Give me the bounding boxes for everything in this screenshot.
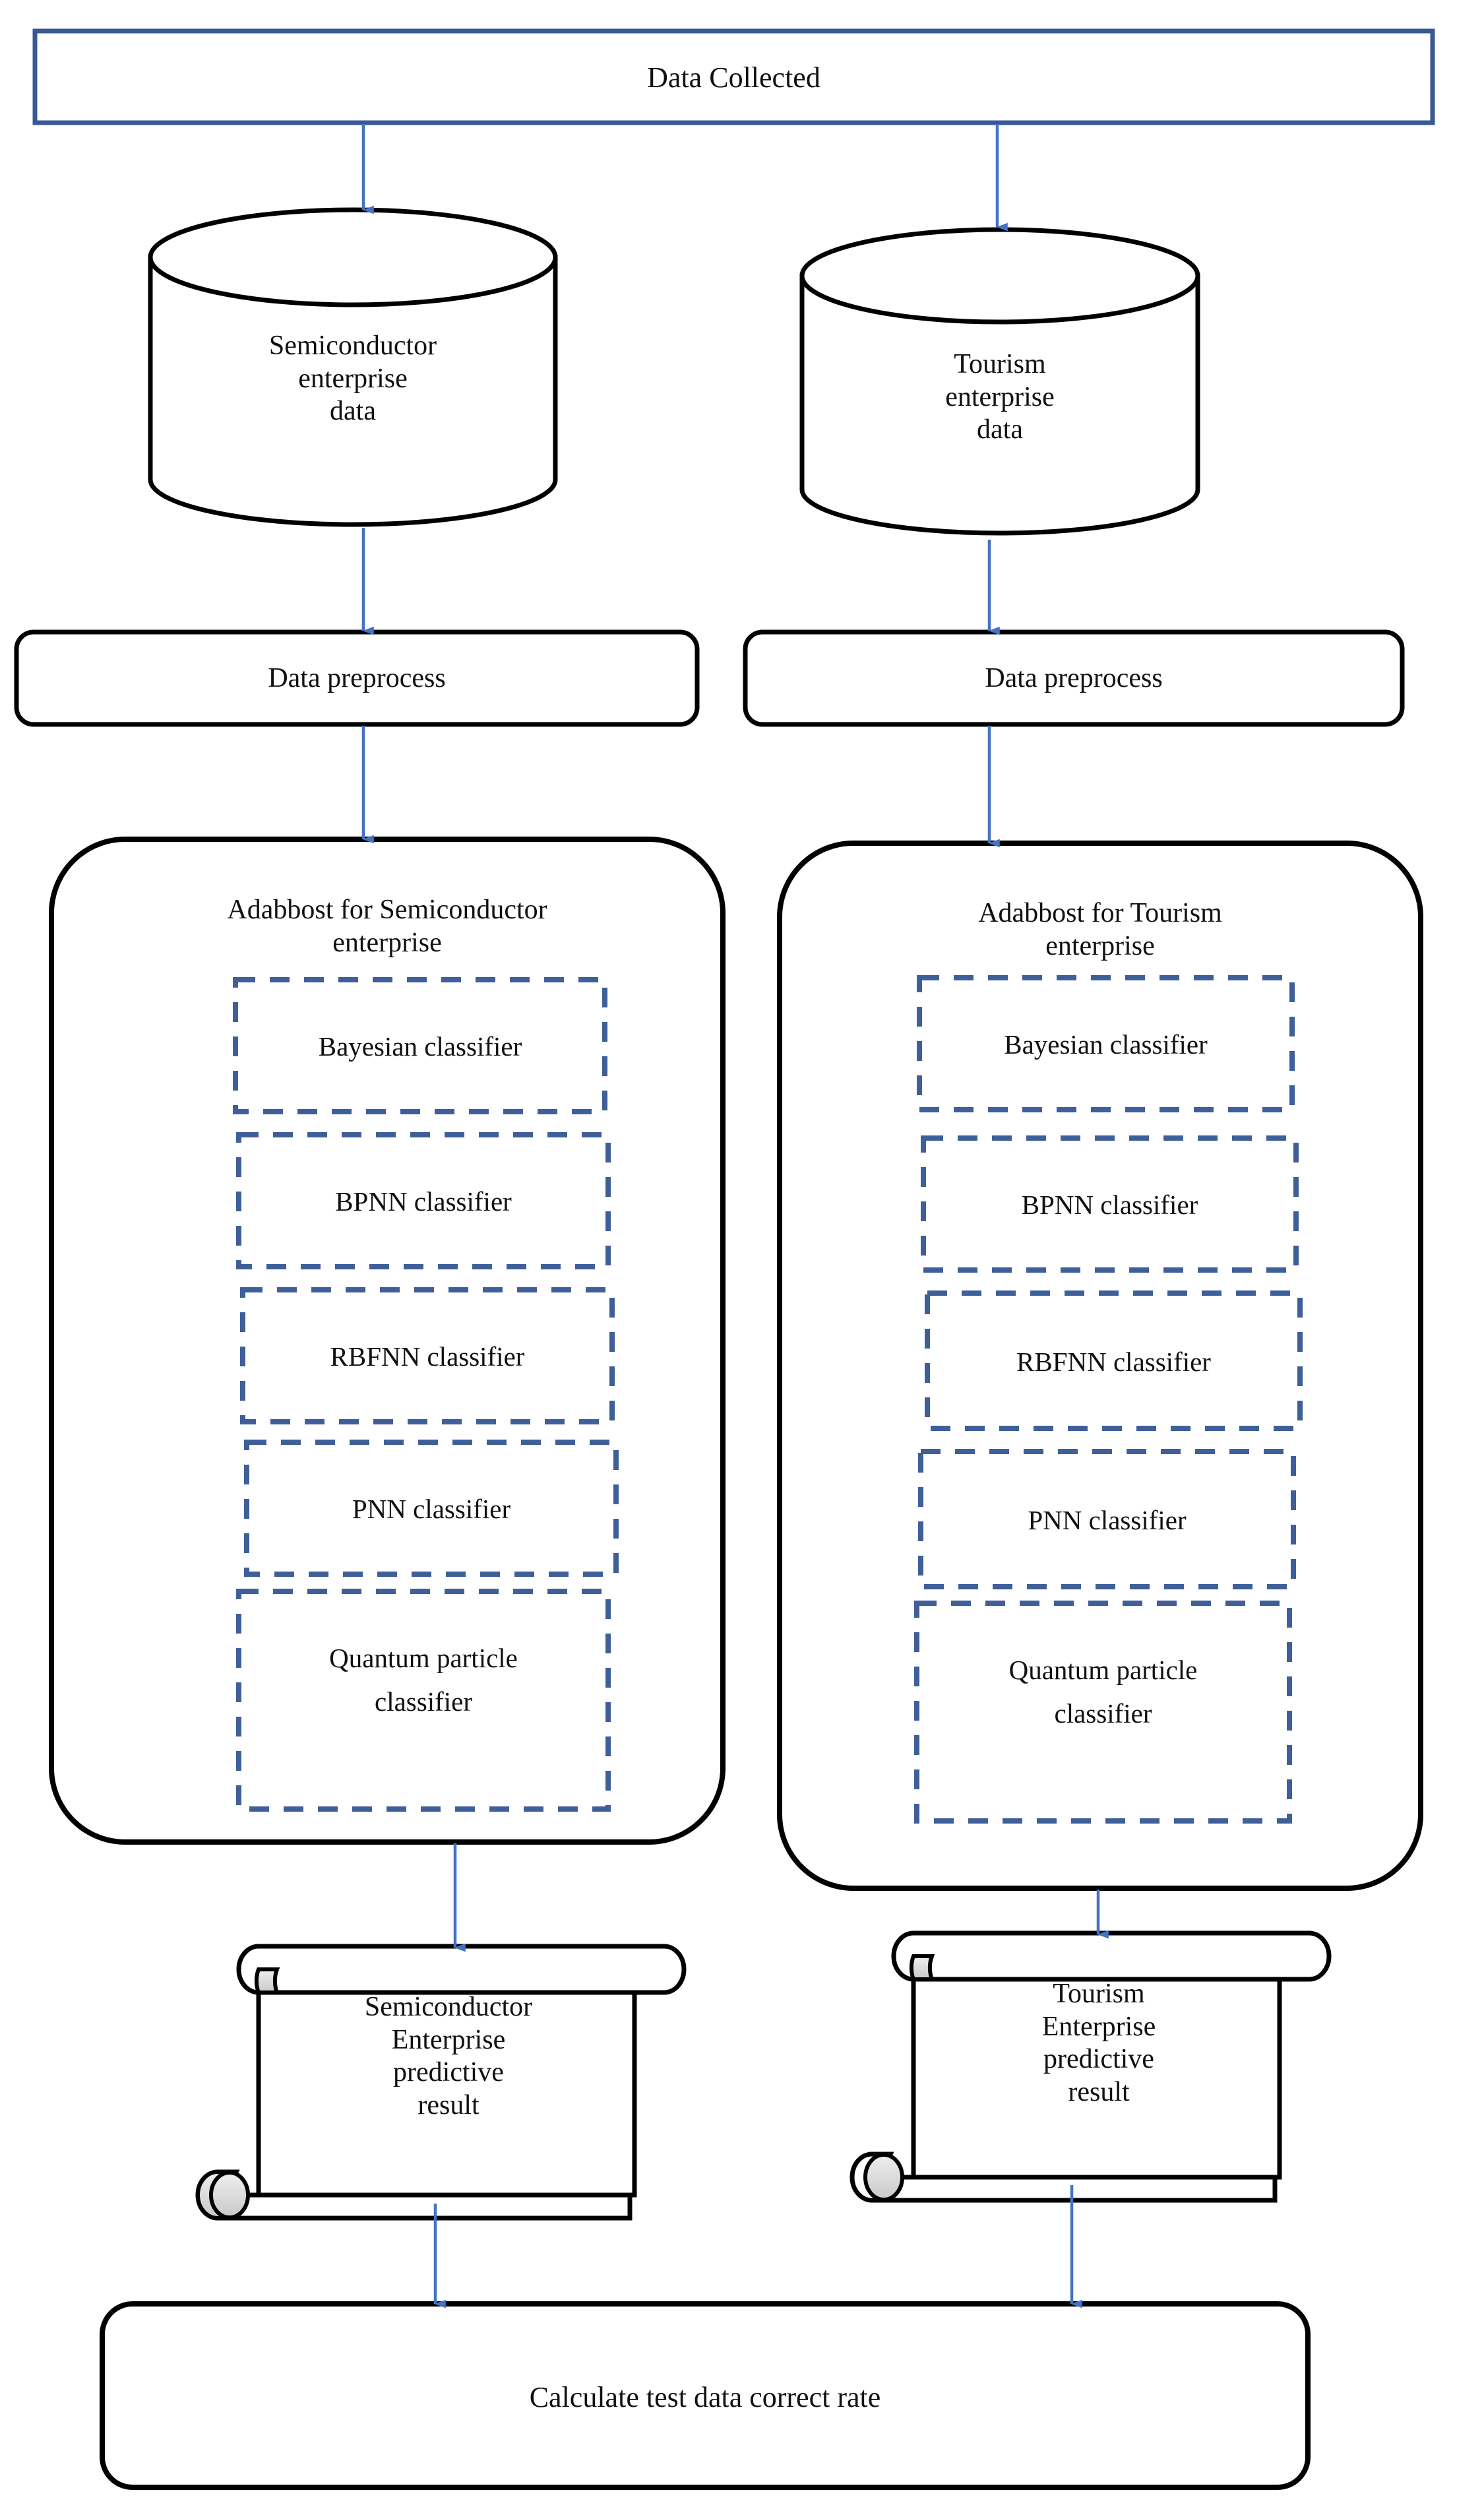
- classifier-left-pnn: PNN classifier: [352, 1494, 511, 1524]
- data-collected-label: Data Collected: [647, 61, 820, 94]
- final-node-label: Calculate test data correct rate: [529, 2381, 881, 2413]
- classifier-right-bayesian: Bayesian classifier: [1004, 1029, 1208, 1060]
- classifier-boxes-right: [914, 975, 1303, 1824]
- result-left-shape: [195, 1944, 687, 2221]
- tourism-datastore-label: Tourism enterprise data: [945, 349, 1055, 445]
- final-node-shape: [100, 2301, 1311, 2490]
- result-right-label: Tourism Enterprise predictive result: [1041, 1979, 1156, 2107]
- semiconductor-datastore-shape: [148, 207, 558, 527]
- classifier-right-rbfnn: RBFNN classifier: [1016, 1347, 1211, 1377]
- ensemble-right-shape: [777, 841, 1423, 1891]
- result-right-shape: [850, 1930, 1332, 2203]
- preprocess-right-shape: [743, 629, 1405, 727]
- result-left-label: Semiconductor Enterprise predictive resu…: [364, 1992, 533, 2120]
- classifier-left-quantum: Quantum particle classifier: [329, 1643, 518, 1717]
- preprocess-left-shape: [14, 629, 700, 727]
- classifier-left-bayesian: Bayesian classifier: [318, 1031, 522, 1062]
- preprocess-right-label: Data preprocess: [985, 663, 1163, 693]
- connector-arrows: [361, 124, 1109, 2308]
- semiconductor-datastore-label: Semiconductor enterprise data: [268, 331, 437, 427]
- classifier-left-bpnn: BPNN classifier: [335, 1186, 512, 1217]
- classifier-right-bpnn: BPNN classifier: [1021, 1190, 1198, 1220]
- ensemble-left-label: Adabbost for Semiconductor enterprise: [227, 895, 547, 958]
- classifier-right-quantum: Quantum particle classifier: [1008, 1655, 1198, 1729]
- classifier-left-rbfnn: RBFNN classifier: [330, 1341, 525, 1372]
- tourism-datastore-shape: [799, 227, 1200, 536]
- classifier-right-pnn: PNN classifier: [1028, 1505, 1187, 1535]
- ensemble-right-label: Adabbost for Tourism enterprise: [978, 898, 1222, 961]
- classifier-boxes-left: [233, 977, 619, 1812]
- preprocess-left-label: Data preprocess: [268, 663, 446, 693]
- data-collected-box-shape: [32, 28, 1435, 125]
